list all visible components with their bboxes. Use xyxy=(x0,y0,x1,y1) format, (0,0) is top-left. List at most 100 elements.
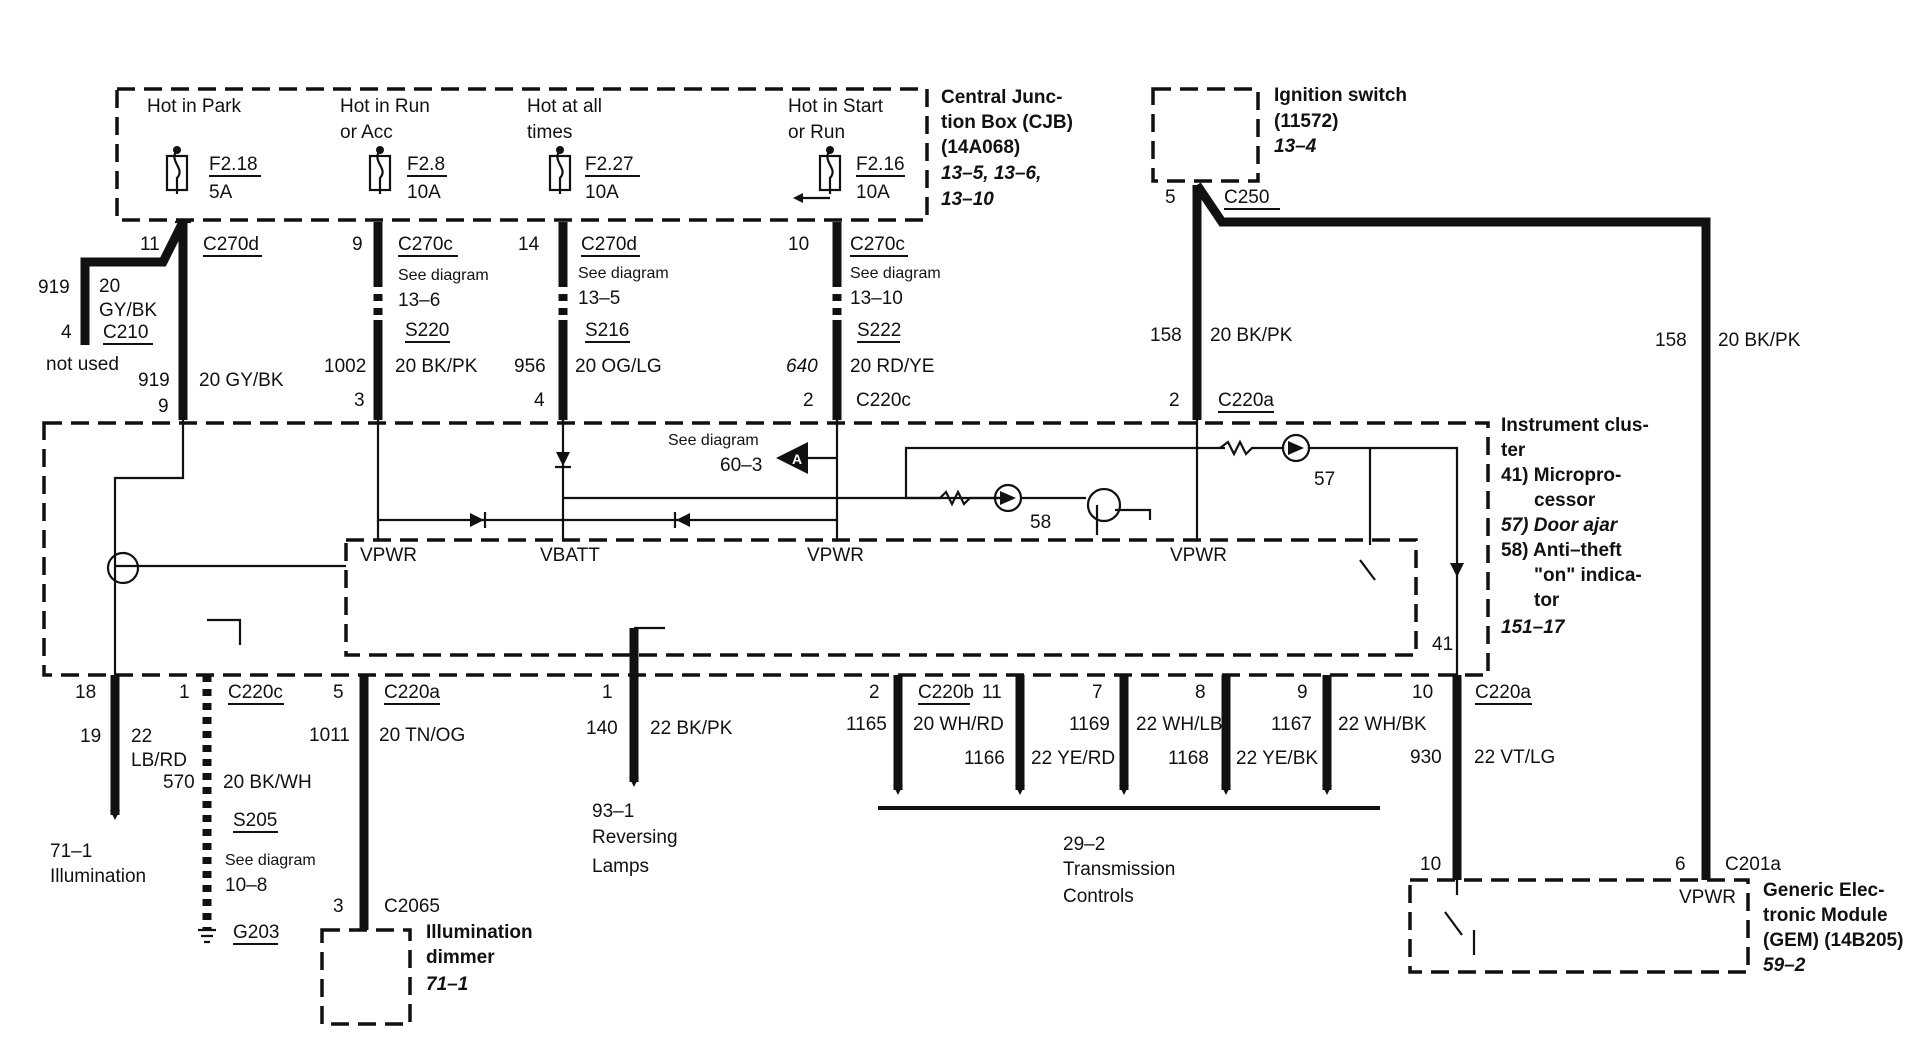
cjb-label-line-3: (14A068) xyxy=(941,137,1020,158)
wire-number: 158 xyxy=(1150,325,1182,346)
dimmer-ref: 71–1 xyxy=(426,974,468,995)
cluster-label-line-3: 41) Micropro- xyxy=(1501,465,1621,486)
pin-vpwr-3: VPWR xyxy=(1170,545,1227,566)
lower-circuit-5: 2 C220b 1165 20 WH/RD xyxy=(846,682,1004,735)
wire-gauge-color: 20 BK/PK xyxy=(1718,330,1801,351)
wire-number: 640 xyxy=(786,356,818,377)
see-diagram-ref: 60–3 xyxy=(720,455,762,476)
cluster-label-line-5: 57) Door ajar xyxy=(1501,515,1619,536)
dest-line-1: 93–1 xyxy=(592,801,634,822)
trans-line-1: 29–2 xyxy=(1063,834,1105,855)
lower-circuit-8: 8 1168 22 YE/BK xyxy=(1168,682,1318,769)
upper-circuit-4: 10 C270c See diagram 13–10 S222 640 20 R… xyxy=(786,234,941,411)
wire-gauge-color: 20 RD/YE xyxy=(850,356,934,377)
ignition-label-line-2: (11572) xyxy=(1274,111,1338,132)
splice: S222 xyxy=(857,320,901,341)
branch-note: not used xyxy=(46,354,119,375)
wire-gauge: 22 xyxy=(131,726,152,747)
lower-circuit-1: 18 19 22 LB/RD 71–1 Illumination xyxy=(50,682,187,887)
splice: S216 xyxy=(585,320,629,341)
gem-connector: C201a xyxy=(1725,854,1781,875)
wire-gauge-color: 22 WH/BK xyxy=(1338,714,1427,735)
pin-bottom: 4 xyxy=(534,390,545,411)
pin: 10 xyxy=(1412,682,1433,703)
see-diagram-ref: 13–10 xyxy=(850,288,903,309)
fuse-name: F2.18 xyxy=(209,154,258,175)
wire-gauge-color: 22 WH/LB xyxy=(1136,714,1223,735)
fuse-amps: 10A xyxy=(585,182,619,203)
see-diagram: See diagram xyxy=(578,265,669,282)
ignition-circuit: 5 C250 158 20 BK/PK 2 C220a xyxy=(1150,187,1293,413)
lower-circuit-7: 7 1169 22 WH/LB xyxy=(1069,682,1223,735)
branch-connector: C210 xyxy=(103,322,148,343)
branch-919: 919 20 GY/BK 4 C210 not used xyxy=(38,276,157,375)
cluster-ref: 151–17 xyxy=(1501,617,1566,638)
fuse-f2-8: Hot in Run or Acc F2.8 10A xyxy=(340,96,447,203)
gem-pin: 10 xyxy=(1420,854,1441,875)
trans-line-2: Transmission xyxy=(1063,859,1175,880)
fuse-hot-text-line-1: Hot in Start xyxy=(788,96,884,117)
central-junction-box: Central Junc- tion Box (CJB) (14A068) 13… xyxy=(115,87,1073,222)
branch-color: GY/BK xyxy=(99,300,157,321)
see-diagram-ref: 13–5 xyxy=(578,288,620,309)
ignition-switch: Ignition switch (11572) 13–4 xyxy=(1151,85,1407,183)
wire-gauge-color: 22 VT/LG xyxy=(1474,747,1555,768)
wire-gauge-color: 20 BK/PK xyxy=(395,356,478,377)
cjb-refs-line-1: 13–5, 13–6, xyxy=(941,163,1041,184)
dimmer-label-line-1: Illumination xyxy=(426,922,533,943)
dest-line-2: Reversing xyxy=(592,827,678,848)
num-58: 58 xyxy=(1030,512,1051,533)
fuse-hot-text-line-2: or Acc xyxy=(340,122,393,143)
branch-wire: 919 xyxy=(38,277,70,298)
see-diagram: See diagram xyxy=(668,432,759,449)
pin-top: 10 xyxy=(788,234,809,255)
pin-bottom: 9 xyxy=(158,396,169,417)
connector-arrow-letter: A xyxy=(792,451,802,467)
fuse-f2-18: Hot in Park F2.18 5A xyxy=(147,96,261,203)
dimmer-label-line-2: dimmer xyxy=(426,947,495,968)
dest-pin: 3 xyxy=(333,896,344,917)
upper-circuit-1: 11 C270d 919 20 GY/BK 9 xyxy=(138,234,284,417)
dest-line-3: Lamps xyxy=(592,856,649,877)
wire-gauge-color: 20 TN/OG xyxy=(379,725,465,746)
ignition-ref: 13–4 xyxy=(1274,136,1317,157)
wire-number: 1166 xyxy=(964,748,1005,769)
lower-circuit-4: 1 140 22 BK/PK 93–1 Reversing Lamps xyxy=(586,682,733,877)
cluster-label-line-8: tor xyxy=(1534,590,1560,611)
fuse-f2-16: Hot in Start or Run F2.16 10A xyxy=(788,96,905,203)
gem-pin: 6 xyxy=(1675,854,1686,875)
ignition-label-line-1: Ignition switch xyxy=(1274,85,1407,106)
see-diagram: See diagram xyxy=(850,265,941,282)
connector: C220a xyxy=(384,682,440,703)
pin-bottom: 3 xyxy=(354,390,365,411)
wire-number: 930 xyxy=(1410,747,1442,768)
wire-gauge-color: 22 YE/RD xyxy=(1031,748,1115,769)
upper-circuit-3: 14 C270d See diagram 13–5 S216 956 20 OG… xyxy=(514,234,669,411)
splice: S220 xyxy=(405,320,449,341)
branch-pin: 4 xyxy=(61,322,72,343)
wire-number: 1168 xyxy=(1168,748,1209,769)
pin: 7 xyxy=(1092,682,1103,703)
lower-wires xyxy=(110,618,1462,930)
transmission-controls: 29–2 Transmission Controls xyxy=(1063,834,1175,907)
wire-number: 1002 xyxy=(324,356,366,377)
pin-top: 9 xyxy=(352,234,363,255)
wire-gauge-color: 20 GY/BK xyxy=(199,370,284,391)
pin-top: 14 xyxy=(518,234,540,255)
pin-top: 11 xyxy=(140,234,160,255)
fuse-hot-text-line-1: Hot in Run xyxy=(340,96,430,117)
wire-gauge-color: 20 BK/WH xyxy=(223,772,312,793)
see-diagram: See diagram xyxy=(225,852,316,869)
pin: 5 xyxy=(333,682,344,703)
see-diagram: See diagram xyxy=(398,267,489,284)
connector: C220c xyxy=(228,682,283,703)
see-diagram-ref: 13–6 xyxy=(398,290,440,311)
wire-number: 919 xyxy=(138,370,170,391)
connector-top: C270d xyxy=(581,234,637,255)
fuse-amps: 10A xyxy=(856,182,890,203)
instrument-cluster: Instrument clus- ter 41) Micropro- cesso… xyxy=(42,415,1649,677)
pin: 11 xyxy=(982,682,1002,703)
pin-top: 5 xyxy=(1165,187,1176,208)
fuse-amps: 10A xyxy=(407,182,441,203)
connector-top: C250 xyxy=(1224,187,1269,208)
